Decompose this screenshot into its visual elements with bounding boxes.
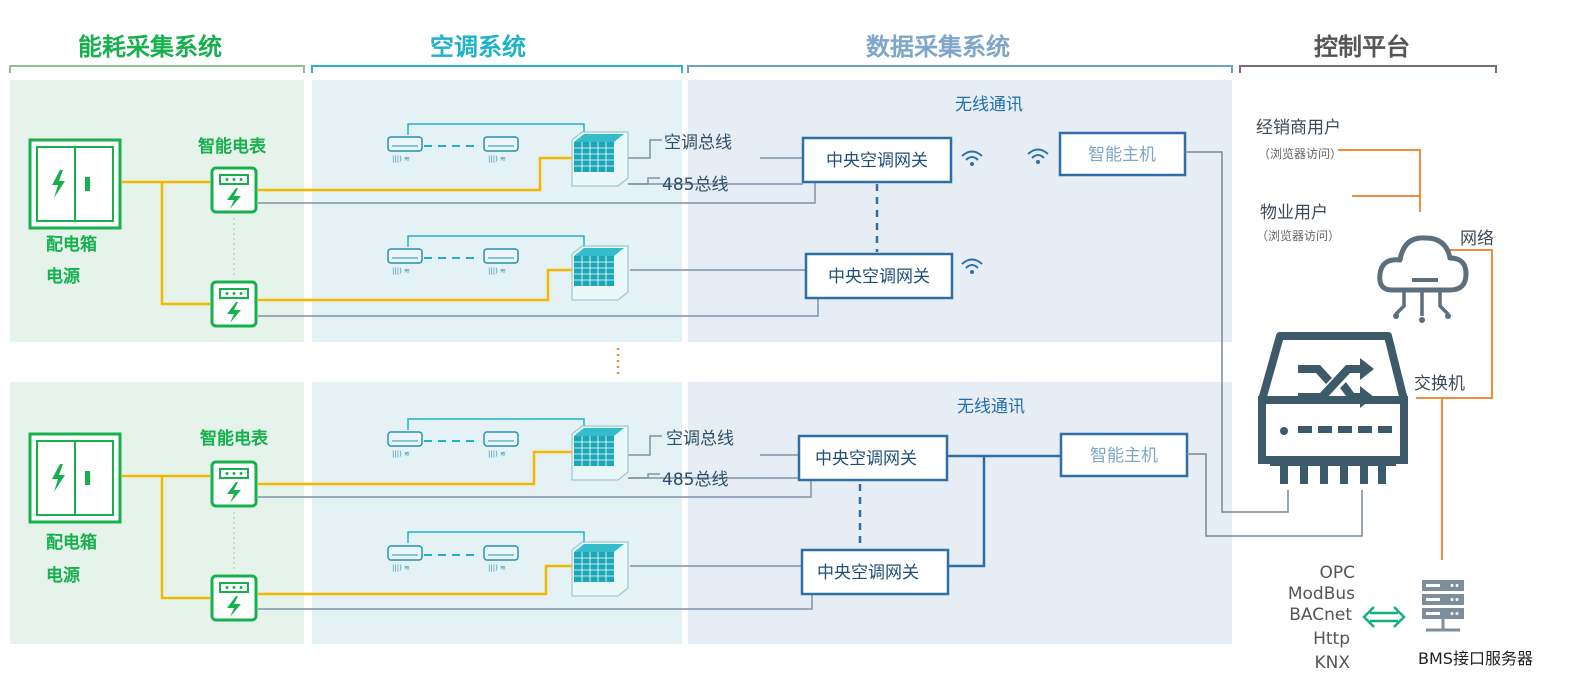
panel-data [688,80,1232,644]
gateway-label: 中央空调网关 [828,267,930,287]
smart-meter-icon [210,166,258,214]
smart-meter-icon [210,574,258,622]
protocol-item: OPC [1319,563,1355,583]
outdoor-unit-icon [571,131,629,187]
cloud-icon [1377,235,1469,323]
label-distribution-box: 配电箱 [46,234,97,255]
smart-meter-icon [210,460,258,508]
outdoor-unit-icon [571,541,629,597]
section-brackets [9,65,1497,73]
label-bms-server: BMS接口服务器 [1418,649,1533,668]
protocol-list: OPC ModBus BACnet Http KNX [1288,563,1355,673]
outdoor-unit-icon [571,245,629,301]
section-title-data: 数据采集系统 [866,33,1010,61]
label-wireless: 无线通讯 [957,397,1025,417]
label-power-source: 电源 [46,266,80,287]
label-smart-meter: 智能电表 [200,428,269,449]
label-property-user: 物业用户 [1260,203,1328,223]
power-lines-top [122,156,572,306]
gateway-box: 中央空调网关 [804,252,954,300]
host-box: 智能主机 [1058,131,1187,177]
section-title-energy: 能耗采集系统 [78,33,222,61]
label-switch: 交换机 [1414,374,1465,394]
label-485-bus: 485总线 [662,175,728,195]
label-browser-access: （浏览器访问） [1256,228,1340,243]
section-title-control: 控制平台 [1314,33,1410,61]
host-to-switch-lines [1185,151,1363,537]
host-label: 智能主机 [1088,145,1156,165]
label-485-bus: 485总线 [662,470,728,490]
gateway-box: 中央空调网关 [797,434,949,482]
gateway-label: 中央空调网关 [817,563,919,583]
distribution-box-icon [28,432,122,524]
section-title-aircon: 空调系统 [430,33,526,61]
wired-link [947,454,1060,568]
gateway-box: 中央空调网关 [800,548,950,596]
data-lines-bottom [258,435,813,610]
label-power-source: 电源 [46,565,80,586]
label-ac-bus: 空调总线 [664,133,732,153]
bidirectional-arrow-icon [1362,606,1406,628]
label-dealer-user: 经销商用户 [1256,118,1341,138]
protocol-item: BACnet [1289,605,1352,625]
power-lines-bottom [122,450,572,600]
label-browser-access: （浏览器访问） [1258,146,1342,161]
network-lines [1338,149,1493,560]
label-distribution-box: 配电箱 [46,532,97,553]
outdoor-unit-icon [571,425,629,481]
server-icon [1422,580,1464,632]
network-switch-icon [1258,332,1408,484]
gateway-label: 中央空调网关 [815,449,917,469]
label-smart-meter: 智能电表 [198,136,267,157]
gateway-box: 中央空调网关 [801,136,953,184]
host-label: 智能主机 [1090,446,1158,466]
label-ac-bus: 空调总线 [666,429,734,449]
label-network: 网络 [1460,229,1494,249]
protocol-item: ModBus [1288,584,1355,604]
data-lines-top [258,139,819,317]
protocol-item: Http [1313,629,1350,649]
host-box: 智能主机 [1059,432,1189,478]
protocol-item: KNX [1314,653,1350,673]
distribution-box-icon [28,138,122,230]
gateway-label: 中央空调网关 [826,151,928,171]
smart-meter-icon [210,280,258,328]
label-wireless: 无线通讯 [955,95,1023,115]
